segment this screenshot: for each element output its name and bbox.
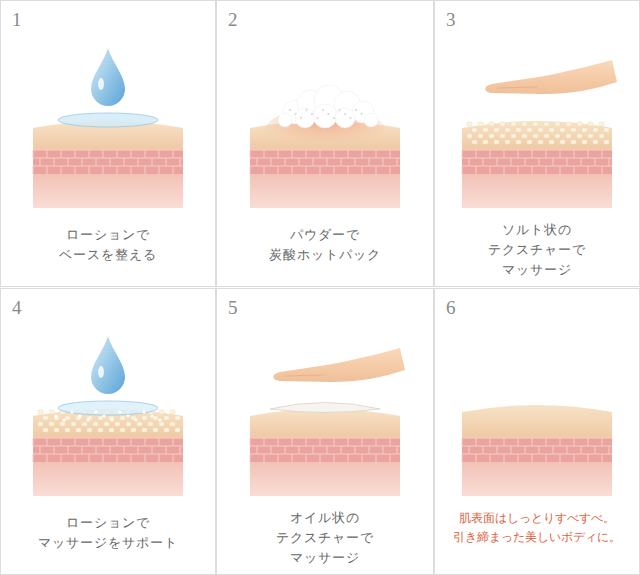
step-number: 3 — [446, 9, 456, 31]
step-panel: 1 ローションで ベースを整える — [0, 0, 216, 287]
step-panel: 6 肌表面はしっとりすべすべ。 引き締まった美しいボディに。 — [434, 288, 640, 575]
step-panel: 5 オイル状の テクスチャーで マッサージ — [216, 288, 434, 575]
step-number: 5 — [228, 297, 238, 319]
step-number: 4 — [12, 297, 22, 319]
step-panel: 3 ソルト状の テクスチャーで マッサージ — [434, 0, 640, 287]
step-caption: ソルト状の テクスチャーで マッサージ — [482, 220, 592, 280]
step-caption: パウダーで 炭酸ホットパック — [265, 225, 385, 265]
step-caption: オイル状の テクスチャーで マッサージ — [270, 508, 380, 568]
step-caption: ローションで マッサージをサポート — [33, 513, 183, 553]
step-caption: ローションで ベースを整える — [48, 225, 168, 265]
step-caption: 肌表面はしっとりすべすべ。 引き締まった美しいボディに。 — [447, 509, 627, 547]
step-number: 2 — [228, 9, 238, 31]
step-panel: 2 パウダーで 炭酸ホットパック — [216, 0, 434, 287]
step-panel: 4 ローションで マッサージをサポート — [0, 288, 216, 575]
step-number: 1 — [12, 9, 22, 31]
step-number: 6 — [446, 297, 456, 319]
